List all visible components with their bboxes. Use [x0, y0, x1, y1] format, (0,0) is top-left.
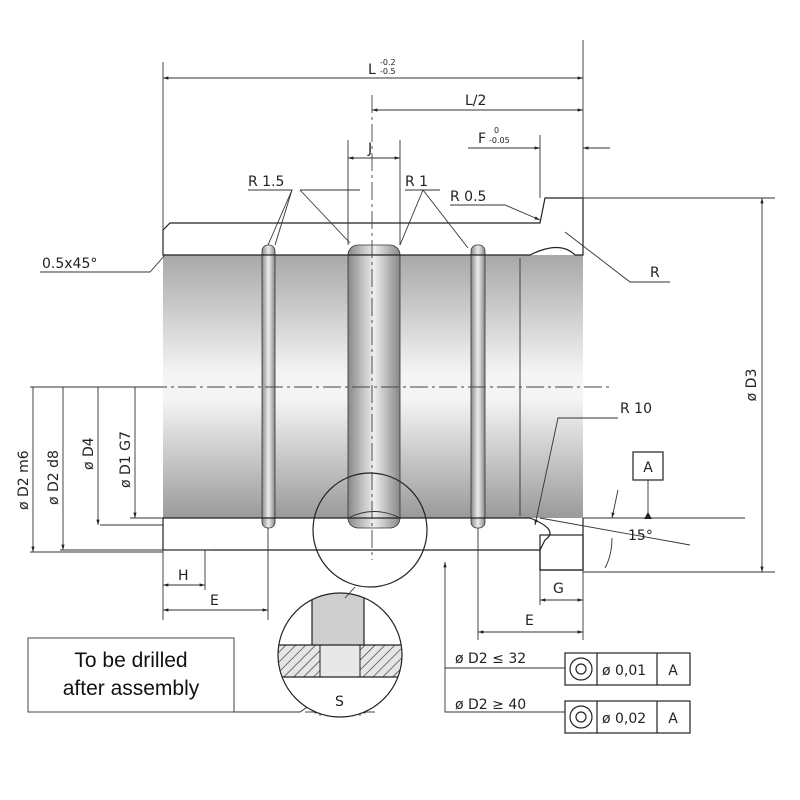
datum-triangle: [644, 512, 652, 519]
tolerance-frame-1: ø D2 ≤ 32 ø 0,01 A: [455, 651, 691, 686]
dim-F: F: [478, 131, 486, 147]
bushing-body: [162, 197, 584, 571]
dim-R1-5: R 1.5: [248, 174, 284, 190]
detail-circle: [312, 472, 428, 588]
dim-L: L: [368, 62, 376, 78]
dim-R10: R 10: [620, 401, 652, 417]
groove-center: [347, 244, 401, 529]
tolerance-frame-2: ø D2 ≥ 40 ø 0,02 A: [455, 697, 691, 734]
dim-D3: ø D3: [744, 369, 760, 402]
dim-chamfer: 0.5x45°: [42, 256, 97, 272]
groove-right: [470, 244, 486, 529]
dim-F-tol-upper: 0: [494, 126, 499, 135]
concentricity-icon: [569, 705, 593, 729]
tolerance-datum: A: [668, 663, 678, 679]
dim-R0-5: R 0.5: [450, 189, 486, 205]
dim-S: S: [335, 694, 344, 710]
datum-label: A: [643, 460, 653, 476]
tolerance-condition: ø D2 ≥ 40: [455, 697, 526, 713]
concentricity-icon: [569, 657, 593, 681]
dim-L-half: L/2: [465, 93, 486, 109]
dim-G: G: [553, 581, 564, 597]
tolerance-condition: ø D2 ≤ 32: [455, 651, 526, 667]
dim-J: J: [367, 141, 372, 157]
dim-D4: ø D4: [81, 437, 97, 470]
dim-H: H: [178, 568, 189, 584]
dim-D2-d8: ø D2 d8: [46, 450, 62, 505]
assembly-note: To be drilled after assembly: [27, 637, 235, 713]
dim-L-tol-upper: -0.2: [380, 58, 396, 67]
datum-box: [632, 451, 664, 481]
dim-D1-G7: ø D1 G7: [118, 431, 134, 488]
note-line-1: To be drilled: [74, 649, 187, 672]
dim-E-left: E: [210, 593, 219, 609]
dim-E-right: E: [525, 613, 534, 629]
tolerance-datum: A: [668, 711, 678, 727]
detail-view: [277, 592, 403, 718]
tolerance-value: ø 0,01: [602, 663, 646, 679]
note-line-2: after assembly: [63, 677, 200, 700]
dim-angle: 15°: [628, 528, 653, 544]
dim-L-tol-lower: -0.5: [380, 67, 396, 76]
dim-R: R: [650, 265, 660, 281]
dim-D2-m6: ø D2 m6: [16, 450, 32, 510]
dim-R1: R 1: [405, 174, 428, 190]
groove-left: [261, 244, 276, 529]
dim-F-tol-lower: -0.05: [489, 136, 510, 145]
tolerance-value: ø 0,02: [602, 711, 646, 727]
